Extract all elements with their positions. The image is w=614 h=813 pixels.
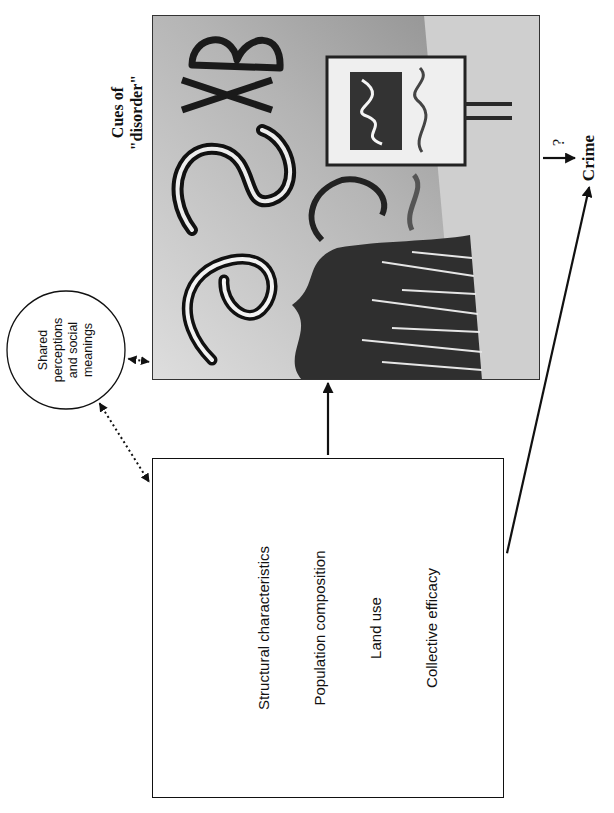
outcome-label: Crime	[578, 132, 600, 184]
outcome-text: Crime	[579, 135, 599, 181]
circle-outline-shape	[7, 291, 125, 409]
factor-box: Structural characteristics Population com…	[152, 458, 504, 798]
circle-label: Shared perceptions and social meanings	[36, 308, 96, 392]
circle-text: Shared perceptions and social meanings	[36, 308, 96, 392]
factor-label: Land use	[367, 597, 385, 659]
disorder-photo: Cues of "disorder"	[152, 15, 540, 380]
arrow-connector	[543, 157, 575, 159]
dotted-connector	[128, 359, 149, 362]
factor-label: Collective efficacy	[423, 568, 441, 688]
edge-label: ?	[550, 137, 568, 148]
photo-heading: Cues of "disorder"	[109, 63, 146, 163]
perception-circle: Shared perceptions and social meanings	[6, 290, 126, 410]
factor-label: Population composition	[311, 550, 329, 705]
arrow-connector	[327, 383, 329, 455]
graffiti-photo	[152, 15, 540, 380]
factor-label: Structural characteristics	[255, 546, 273, 710]
dotted-connector	[100, 403, 149, 481]
